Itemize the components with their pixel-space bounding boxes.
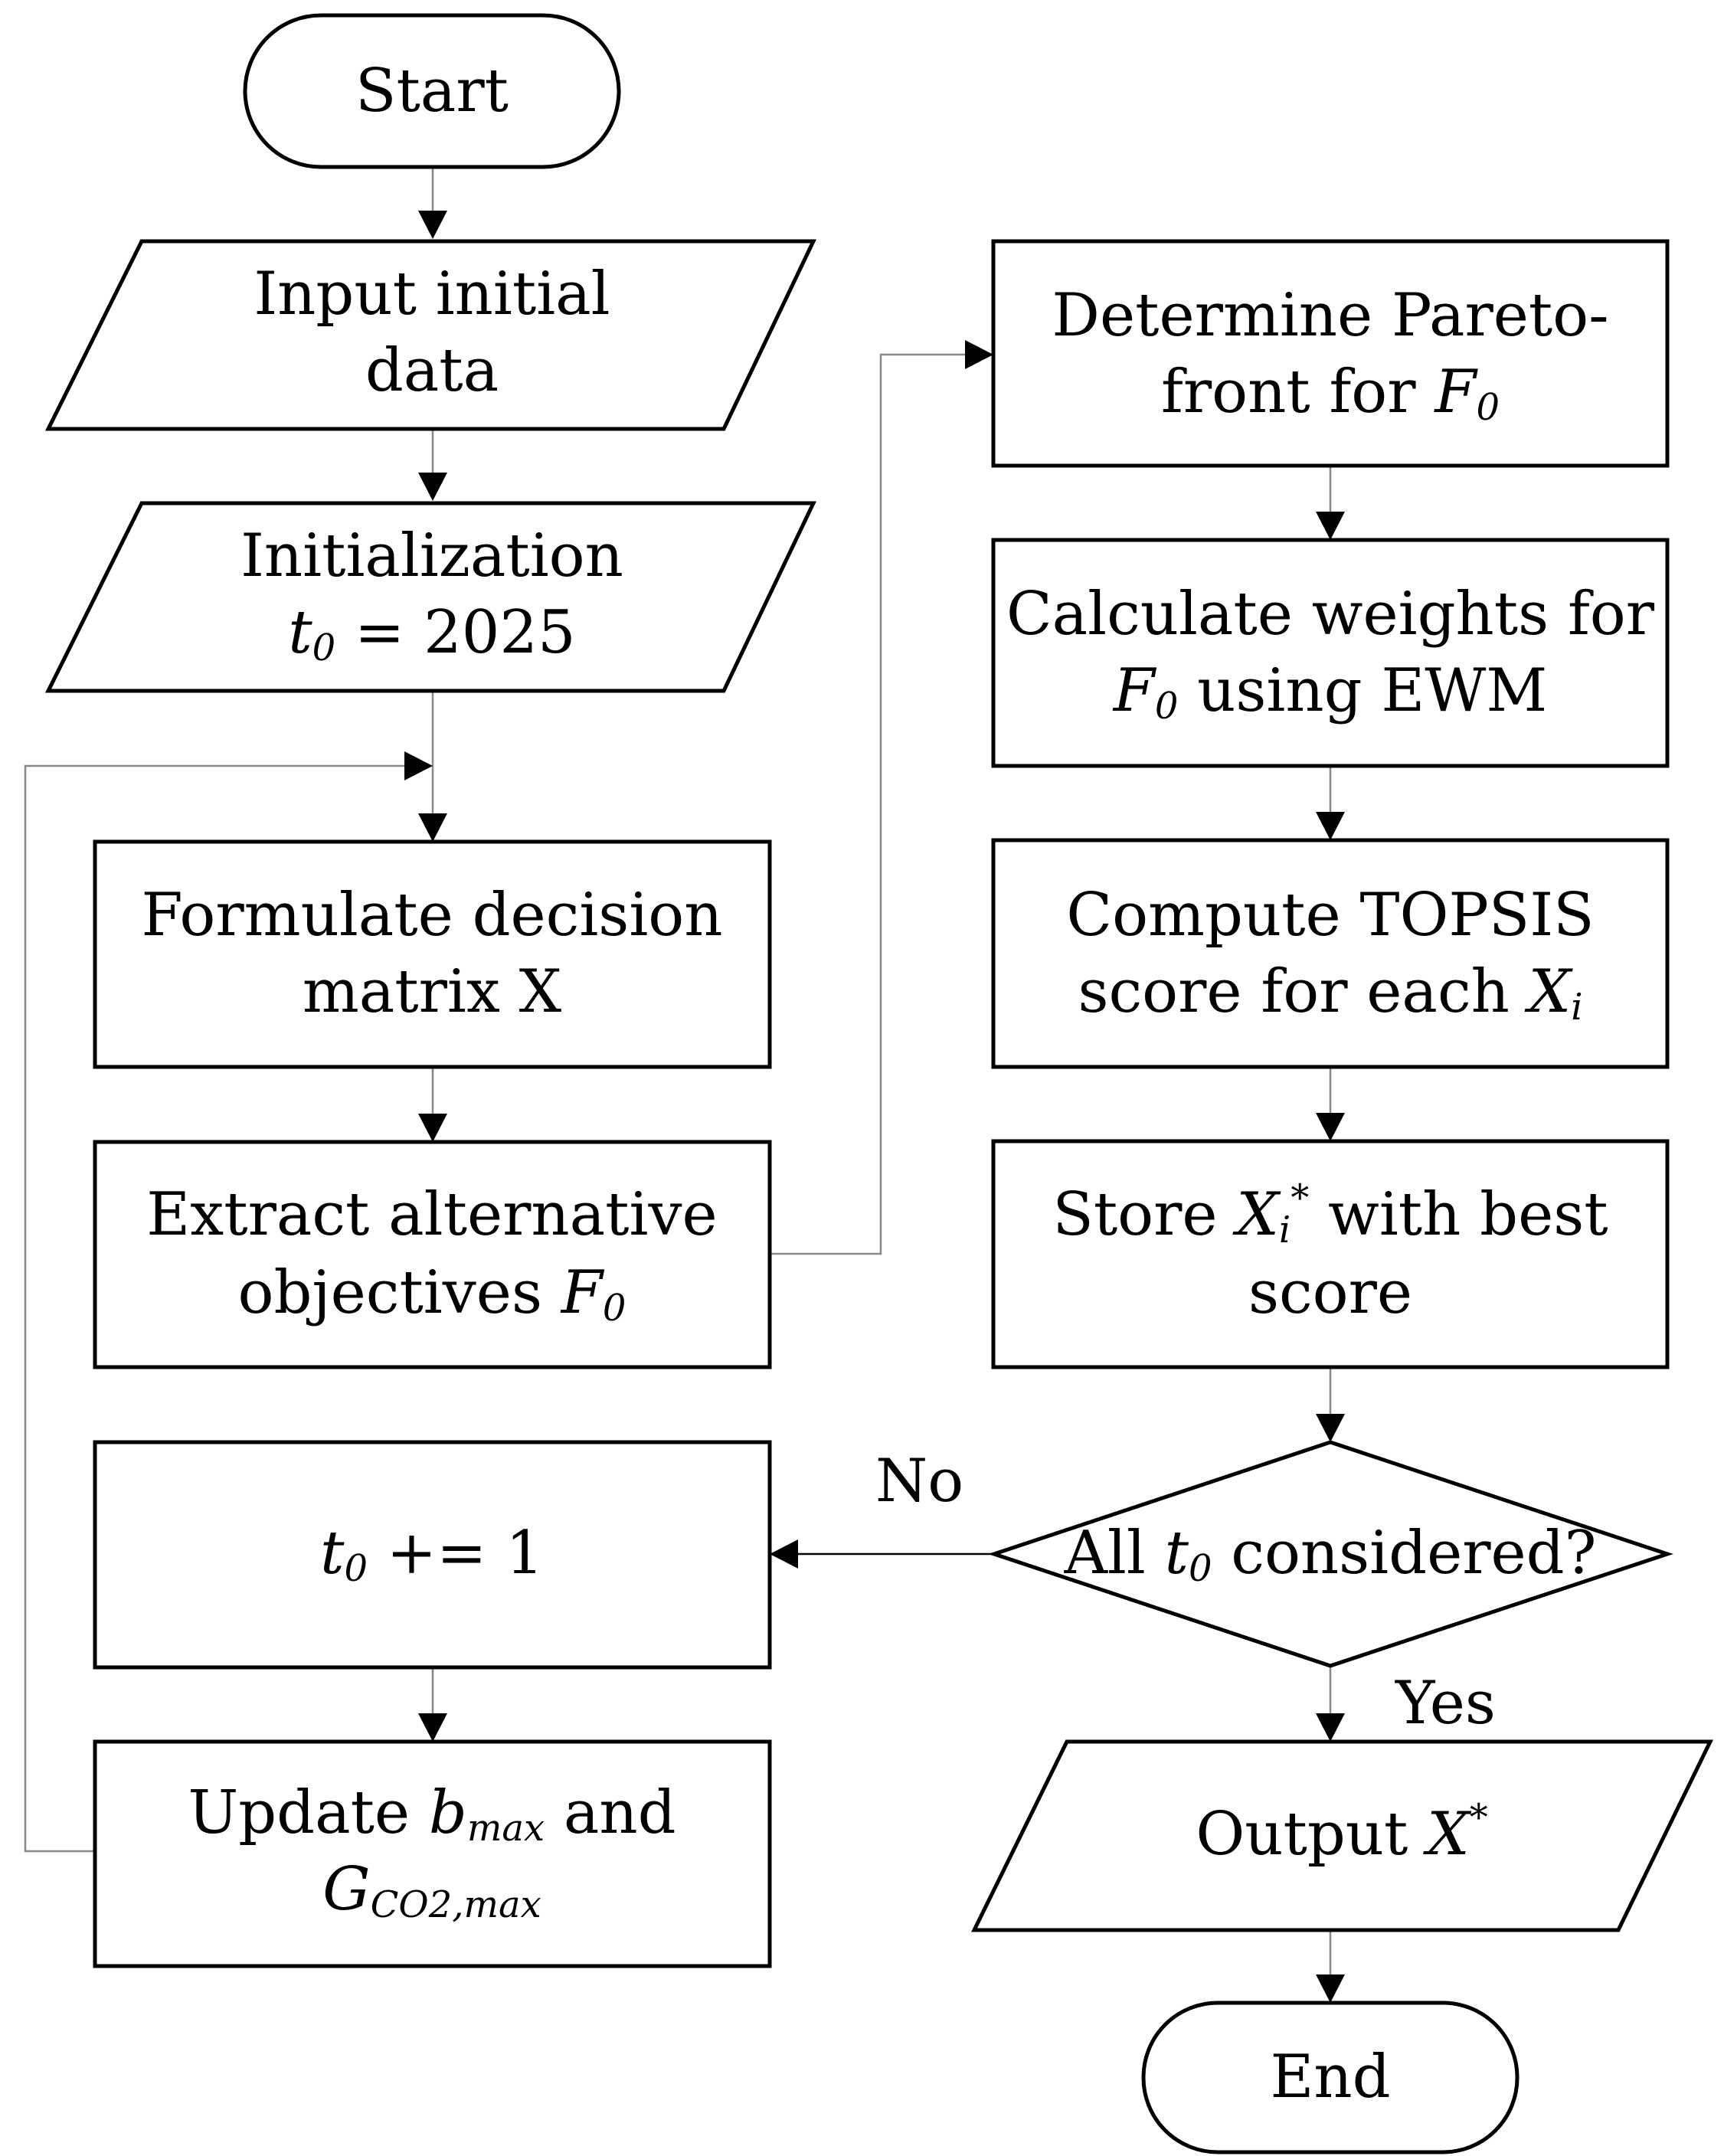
topsis-line2: score for each Xi [1078, 957, 1582, 1029]
weights-node: Calculate weights for F0 using EWM [991, 538, 1670, 768]
init-line2: t0 = 2025 [288, 598, 575, 669]
store-line1: Store Xi* with best [1052, 1176, 1608, 1251]
pareto-node: Determine Pareto- front for F0 [991, 239, 1670, 468]
formulate-line2: matrix X [303, 957, 562, 1026]
arrowhead [418, 1114, 447, 1142]
update-node: Update bmax and GCO2,max [93, 1739, 772, 1968]
no-label: No [875, 1447, 963, 1516]
start-label: Start [355, 57, 509, 126]
edge-extract-pareto [770, 353, 965, 1255]
increment-label: t0 += 1 [320, 1519, 544, 1590]
arrowhead [1316, 1414, 1345, 1442]
decision-node: All t0 considered? [988, 1440, 1673, 1668]
init-line1: Initialization [240, 522, 623, 591]
extract-line1: Extract alternative [146, 1180, 717, 1249]
arrowhead [1316, 812, 1345, 840]
topsis-node: Compute TOPSIS score for each Xi [991, 838, 1670, 1069]
output-label: Output X* [1196, 1796, 1487, 1869]
topsis-line1: Compute TOPSIS [1066, 881, 1594, 950]
store-node: Store Xi* with best score [991, 1139, 1670, 1369]
weights-line1: Calculate weights for [1006, 580, 1655, 649]
update-line1: Update bmax and [188, 1778, 676, 1850]
formulate-line1: Formulate decision [142, 881, 723, 950]
connectors [24, 167, 1345, 2003]
arrowhead [1316, 1974, 1345, 2003]
end-node: End [1141, 2001, 1520, 2154]
input-node: Input initial data [44, 239, 816, 431]
input-line1: Input initial [254, 260, 610, 329]
arrowhead [1316, 512, 1345, 540]
arrowhead [770, 1539, 798, 1569]
arrowhead [418, 1713, 447, 1742]
arrowhead [404, 751, 433, 780]
output-node: Output X* [970, 1739, 1714, 1932]
increment-node: t0 += 1 [93, 1440, 772, 1670]
arrowhead [965, 340, 993, 369]
pareto-line1: Determine Pareto- [1052, 281, 1608, 350]
arrowhead [418, 813, 447, 842]
arrowhead [418, 211, 447, 239]
end-label: End [1270, 2043, 1390, 2112]
formulate-node: Formulate decision matrix X [93, 839, 772, 1069]
start-node: Start [243, 13, 621, 169]
update-line2: GCO2,max [322, 1855, 541, 1926]
arrowhead [418, 473, 447, 501]
extract-line2: objectives F0 [238, 1258, 626, 1330]
store-line2: score [1248, 1258, 1412, 1327]
arrowhead [1316, 1113, 1345, 1141]
edge-update-loopback [24, 764, 404, 1853]
yes-label: Yes [1395, 1669, 1496, 1738]
arrowhead [1316, 1713, 1345, 1742]
extract-node: Extract alternative objectives F0 [93, 1140, 772, 1369]
decision-label: All t0 considered? [1064, 1519, 1597, 1590]
weights-line2: F0 using EWM [1112, 656, 1548, 728]
init-node: Initialization t0 = 2025 [44, 501, 816, 693]
input-line2: data [365, 336, 499, 405]
pareto-line2: front for F0 [1161, 358, 1500, 429]
